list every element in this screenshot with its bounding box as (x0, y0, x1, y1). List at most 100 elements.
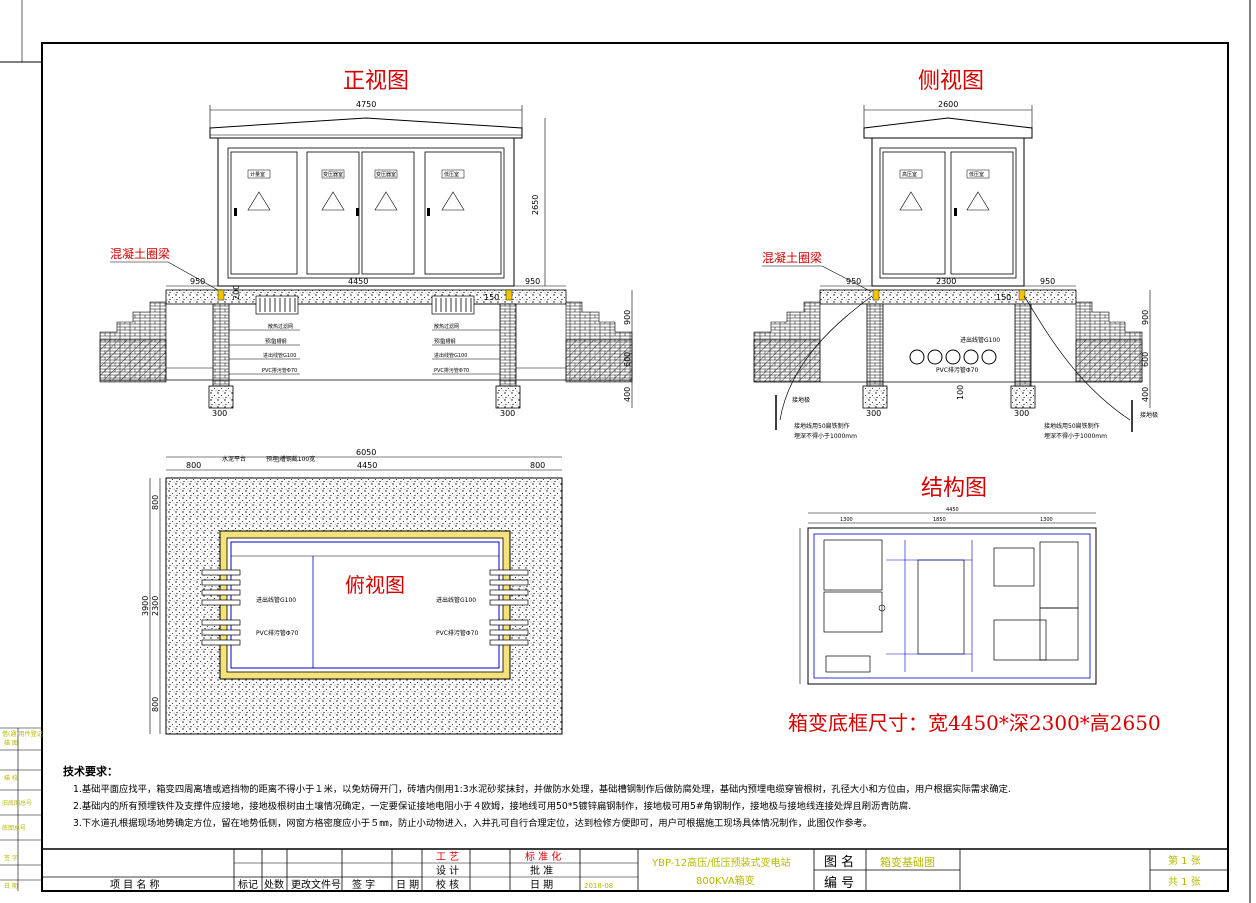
top-inner-width: 4450 (357, 461, 377, 470)
struct-dim-a: 1300 (840, 517, 853, 523)
side-door-label-1: 高压室 (902, 171, 917, 178)
notes-item-1: 1.基础平面应找平，箱变四周离墙或遮挡物的距离不得小于１米，以免妨碍开门，砖墙内… (73, 783, 1011, 795)
row-b-1: 设 计 (436, 864, 459, 877)
strip-label-6: 日 期 (4, 882, 18, 890)
notes-item-2: 2.基础内的所有预埋铁件及支撑件应接地，接地极根树由土壤情况确定，一定要保证接地… (73, 800, 911, 812)
structure-title: 结构图 (921, 476, 987, 501)
strip-label-1: 描 图 (4, 739, 18, 747)
vent-grille-right (431, 295, 475, 315)
front-dim-400: 400 (623, 387, 632, 402)
side-ground-note-l2: 埋深不得小于1000mm (794, 432, 857, 440)
number-label: 编 号 (824, 876, 854, 891)
front-right-gap: 950 (525, 277, 540, 286)
front-beam-label: 混凝土圈梁 (110, 246, 170, 261)
top-view: 6050 800 4450 800 水泥平台 预埋J槽钢截100宽 俯视图 (141, 448, 563, 735)
top-channel-label: 预埋J槽钢截100宽 (266, 455, 315, 463)
warning-triangle-icon (899, 191, 923, 211)
door-4 (424, 151, 502, 275)
door-label-1: 计量室 (250, 171, 265, 178)
side-pipe-label: 进出线管G100 (960, 336, 1000, 344)
sheet-total: 共 1 张 (1168, 876, 1201, 888)
door-label-4: 低压室 (444, 171, 459, 178)
side-dim-300-right: 300 (1014, 409, 1029, 418)
side-dim-600: 600 (1141, 352, 1150, 367)
top-pvc-right: PVC排污管Φ70 (436, 629, 478, 637)
top-platform-label: 水泥平台 (222, 455, 246, 463)
side-inner-dim: 2300 (936, 277, 956, 286)
notes-heading: 技术要求： (63, 764, 118, 778)
front-right-note-3: 进出线管G100 (434, 352, 467, 359)
side-door-2 (950, 151, 1014, 275)
top-pipe-left: 进出线管G100 (256, 596, 296, 604)
fig-name-label: 图 名 (824, 854, 854, 870)
top-left-margin: 800 (186, 461, 201, 470)
front-dim-300-left: 300 (212, 409, 227, 418)
fig-name-value: 箱变基础图 (880, 855, 935, 869)
door-2 (306, 151, 360, 275)
strip-label-5: 签 字 (4, 854, 18, 862)
side-ground-note-r2: 埋深不得小于1000mm (1044, 432, 1107, 440)
front-dim-200: 200 (232, 285, 241, 300)
front-left-note-3: 进出线管G100 (263, 352, 296, 359)
side-pvc-label: PVC排污管Φ70 (936, 366, 978, 374)
side-view: 侧视图 2600 高压室 低压室 混凝土圈梁 950 2300 950 (753, 69, 1158, 440)
side-beam-label: 混凝土圈梁 (762, 250, 822, 265)
col-count: 处数 (264, 878, 284, 891)
top-pvc-left: PVC排污管Φ70 (256, 629, 298, 637)
side-door-label-2: 低压室 (969, 171, 984, 178)
strip-label-3: 旧底图总号 (2, 799, 32, 807)
pipe-hole-3 (945, 349, 961, 365)
row-a-1: 工 艺 (436, 851, 459, 863)
front-view-title: 正视图 (343, 69, 409, 94)
row-a-2: 标 准 化 (525, 850, 561, 863)
top-height-inner: 2300 (151, 596, 160, 616)
strip-label-0: 借(通)用件登记 (2, 730, 43, 738)
top-height-total: 3900 (141, 596, 150, 616)
side-right-gap: 950 (1040, 277, 1055, 286)
door-label-2: 变压器室 (323, 171, 343, 178)
struct-dim-c: 1300 (1040, 517, 1053, 523)
pipe-hole-4 (963, 349, 979, 365)
structure-caption: 箱变底框尺寸：宽4450*深2300*高2650 (788, 711, 1161, 735)
side-ground-left: 接地极 (792, 396, 810, 404)
top-view-title: 俯视图 (345, 573, 405, 597)
side-door-1 (882, 151, 946, 275)
col-file: 更改文件号 (291, 878, 341, 891)
notes-item-3: 3.下水道孔根据现场地势确定方位，留在地势低侧，网窗方格密度应小于５㎜，防止小动… (73, 817, 872, 829)
front-right-note-2: 预埋J槽钢 (434, 338, 455, 345)
col-date: 日 期 (396, 879, 419, 891)
top-pipe-right: 进出线管G100 (436, 596, 476, 604)
product-line-1: YBP-12高压/低压预装式变电站 (651, 856, 790, 869)
row-c-1: 校 核 (436, 878, 459, 891)
warning-triangle-icon (374, 191, 398, 211)
side-width-dim: 2600 (938, 100, 958, 109)
sheet-number: 第 1 张 (1168, 854, 1201, 867)
front-dim-900: 900 (623, 310, 632, 325)
vent-grille-left (255, 295, 299, 315)
col-mark: 标记 (238, 879, 258, 891)
front-left-note-2: 预埋J槽钢 (265, 338, 286, 345)
pipe-hole-2 (927, 349, 943, 365)
front-right-note-1: 散热过滤网 (434, 323, 459, 330)
door-1 (230, 151, 298, 275)
pipe-hole-1 (909, 349, 925, 365)
side-ground-note-r1: 接地线用50扁铁制作 (1044, 422, 1100, 430)
front-left-gap: 950 (190, 277, 205, 286)
front-width-dim: 4750 (356, 100, 376, 109)
side-view-title: 侧视图 (918, 69, 984, 94)
front-left-note-1: 散热过滤网 (268, 323, 293, 330)
side-ground-note-l1: 接地线用50扁铁制作 (794, 422, 850, 430)
technical-notes: 技术要求： 1.基础平面应找平，箱变四周离墙或遮挡物的距离不得小于１米，以免妨碍… (63, 764, 1011, 829)
product-line-2: 800KVA箱变 (696, 874, 755, 887)
row-c-2: 日 期 (530, 879, 553, 891)
col-sign: 签 字 (352, 878, 375, 891)
warning-triangle-icon (441, 191, 465, 211)
warning-triangle-icon (247, 191, 271, 211)
left-strip: 借(通)用件登记 描 图 描 校 旧底图总号 底图总号 签 字 日 期 (0, 727, 43, 891)
side-dim-300-left: 300 (866, 409, 881, 418)
side-ground-right: 接地极 (1140, 411, 1158, 419)
front-dim-600: 600 (623, 352, 632, 367)
top-bottom-margin: 800 (151, 697, 160, 712)
date-value: 2018-08 (584, 882, 613, 890)
